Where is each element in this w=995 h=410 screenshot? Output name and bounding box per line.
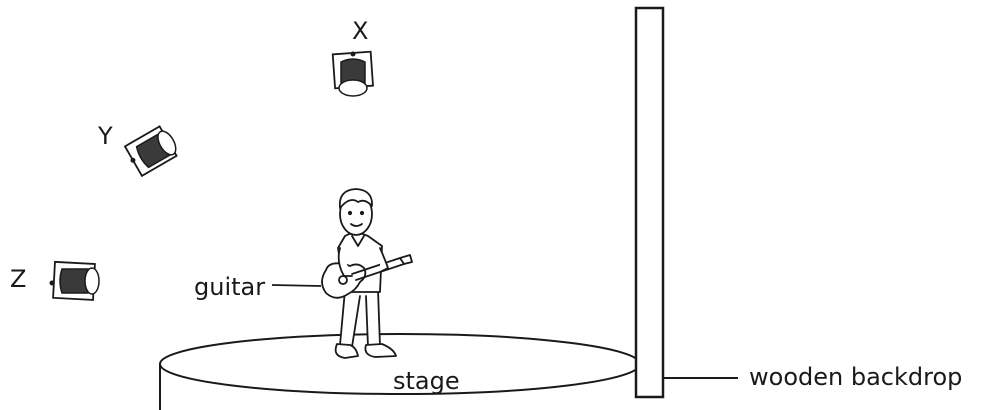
spotlight-x bbox=[333, 52, 373, 97]
guitar-leader-line bbox=[272, 285, 321, 286]
spotlight-z bbox=[50, 262, 100, 300]
guitarist-left-shoe bbox=[336, 344, 358, 358]
guitarist-right-shoe bbox=[365, 344, 396, 357]
stage-label: stage bbox=[393, 369, 460, 393]
light-z-label: Z bbox=[10, 267, 26, 291]
guitar-label: guitar bbox=[194, 275, 265, 299]
guitarist-arm-right bbox=[380, 248, 388, 272]
light-x-label: X bbox=[352, 19, 368, 43]
guitarist-legs bbox=[340, 290, 380, 347]
light-y-label: Y bbox=[98, 124, 113, 148]
spotlight-y bbox=[123, 124, 181, 177]
backdrop-label: wooden backdrop bbox=[749, 365, 962, 389]
wooden-backdrop bbox=[636, 8, 738, 397]
guitarist bbox=[322, 189, 412, 358]
